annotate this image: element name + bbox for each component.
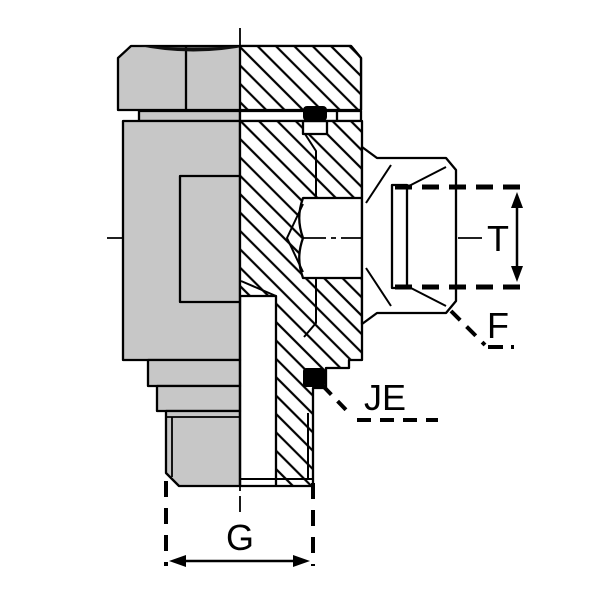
leader-F: [449, 309, 518, 349]
body-side-view: [121, 119, 242, 362]
bolt-shank-lower-edge: [303, 278, 317, 338]
washer-side-view: [137, 109, 242, 123]
washer-section-band: [238, 109, 363, 123]
body-and-stud-section: [238, 119, 364, 488]
dimension-label-T: T: [487, 218, 509, 259]
g-arrowhead-right: [293, 555, 310, 567]
port-cone-top: [406, 166, 447, 188]
f-leader-slant: [449, 309, 487, 347]
body-inner-square: [178, 174, 240, 304]
section-hatched: [238, 44, 364, 488]
port-hex-facet-top: [365, 164, 392, 204]
leader-JE: [321, 384, 438, 422]
t-arrowhead-up: [511, 192, 523, 208]
g-arrowhead-left: [169, 555, 186, 567]
hex-nut-section: [238, 44, 363, 112]
o-ring-seal-top: [303, 106, 327, 121]
lower-shoulder-step1: [146, 358, 242, 388]
lower-shoulder-step2: [155, 384, 242, 413]
port-cone-bottom: [406, 285, 447, 307]
stud-bore-cone: [240, 280, 277, 297]
port-drill-cone: [286, 203, 304, 273]
port-silhouette: [360, 145, 458, 326]
bottom-stud-side-view: [164, 409, 242, 488]
seal-label-JE: JE: [364, 377, 406, 418]
je-leader-slant: [321, 384, 354, 418]
leader-label-F: F: [487, 305, 509, 346]
dimension-G: G: [164, 481, 315, 567]
o-ring-seal-bottom: [303, 368, 325, 387]
dimension-T: T: [395, 184, 523, 290]
port-external: [360, 145, 458, 326]
t-arrowhead-down: [511, 266, 523, 282]
port-thread-relief-ring: [390, 183, 409, 290]
dimension-label-G: G: [226, 517, 254, 558]
hex-nut-chamfer-arc: [135, 45, 252, 52]
bolt-shank-upper-edge: [304, 133, 317, 198]
port-hex-facet-bottom: [365, 267, 392, 307]
